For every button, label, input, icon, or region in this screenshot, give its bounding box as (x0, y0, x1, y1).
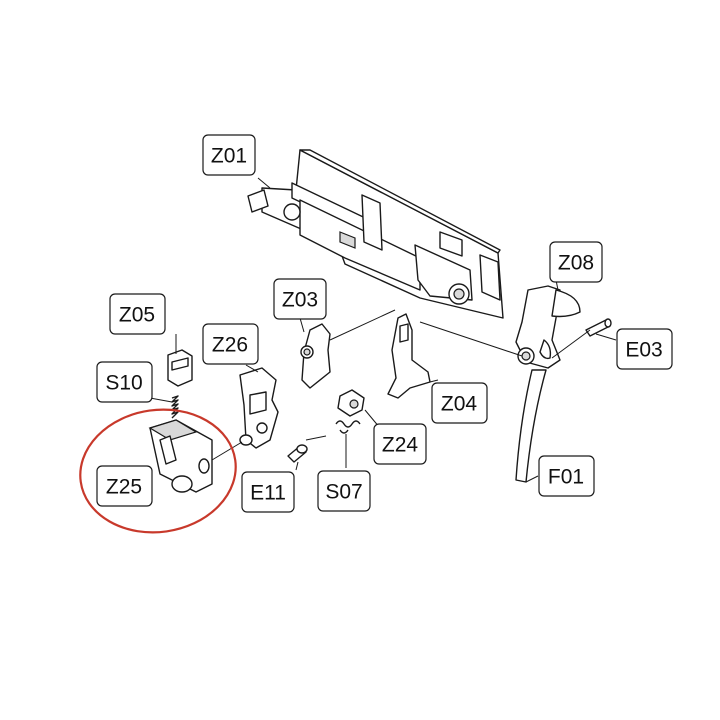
label-s10: S10 (96, 361, 153, 403)
label-z01-text: Z01 (211, 145, 247, 168)
label-z01: Z01 (202, 134, 256, 176)
label-s07-text: S07 (325, 481, 362, 504)
label-e11: E11 (241, 471, 295, 513)
label-s07: S07 (317, 470, 371, 512)
part-z24-plunger (337, 389, 365, 417)
label-z05: Z05 (109, 293, 166, 335)
part-z01-frame (247, 149, 504, 319)
label-z03: Z03 (273, 278, 327, 320)
label-z24: Z24 (373, 423, 427, 465)
part-z08-lever (515, 285, 581, 369)
part-e03-pin (585, 318, 612, 337)
label-f01: F01 (538, 455, 595, 497)
label-f01-text: F01 (548, 466, 584, 489)
label-z05-text: Z05 (119, 304, 155, 327)
part-e11-screw (287, 444, 308, 463)
label-z08-text: Z08 (558, 252, 594, 275)
label-e11-text: E11 (250, 482, 286, 505)
part-z25-block (148, 419, 213, 493)
highlight-ellipse (79, 408, 237, 534)
label-e03-text: E03 (625, 339, 662, 362)
part-s10-spring (171, 395, 179, 419)
part-s07-spring (335, 420, 361, 434)
part-z26-housing (239, 367, 279, 449)
label-z25-text: Z25 (106, 476, 142, 499)
label-z26: Z26 (202, 323, 259, 365)
part-z05-block (167, 349, 193, 387)
label-z04-text: Z04 (441, 393, 478, 416)
part-z04-disconnector (387, 313, 431, 399)
label-z03-text: Z03 (282, 289, 318, 312)
part-z03-hammer (300, 323, 331, 389)
label-z25: Z25 (96, 465, 153, 507)
label-z26-text: Z26 (212, 334, 248, 357)
label-e03: E03 (616, 328, 673, 370)
label-z08: Z08 (549, 241, 603, 283)
label-z04: Z04 (431, 382, 488, 424)
label-s10-text: S10 (105, 372, 142, 395)
label-z24-text: Z24 (382, 434, 419, 457)
leader-lines (149, 177, 617, 483)
